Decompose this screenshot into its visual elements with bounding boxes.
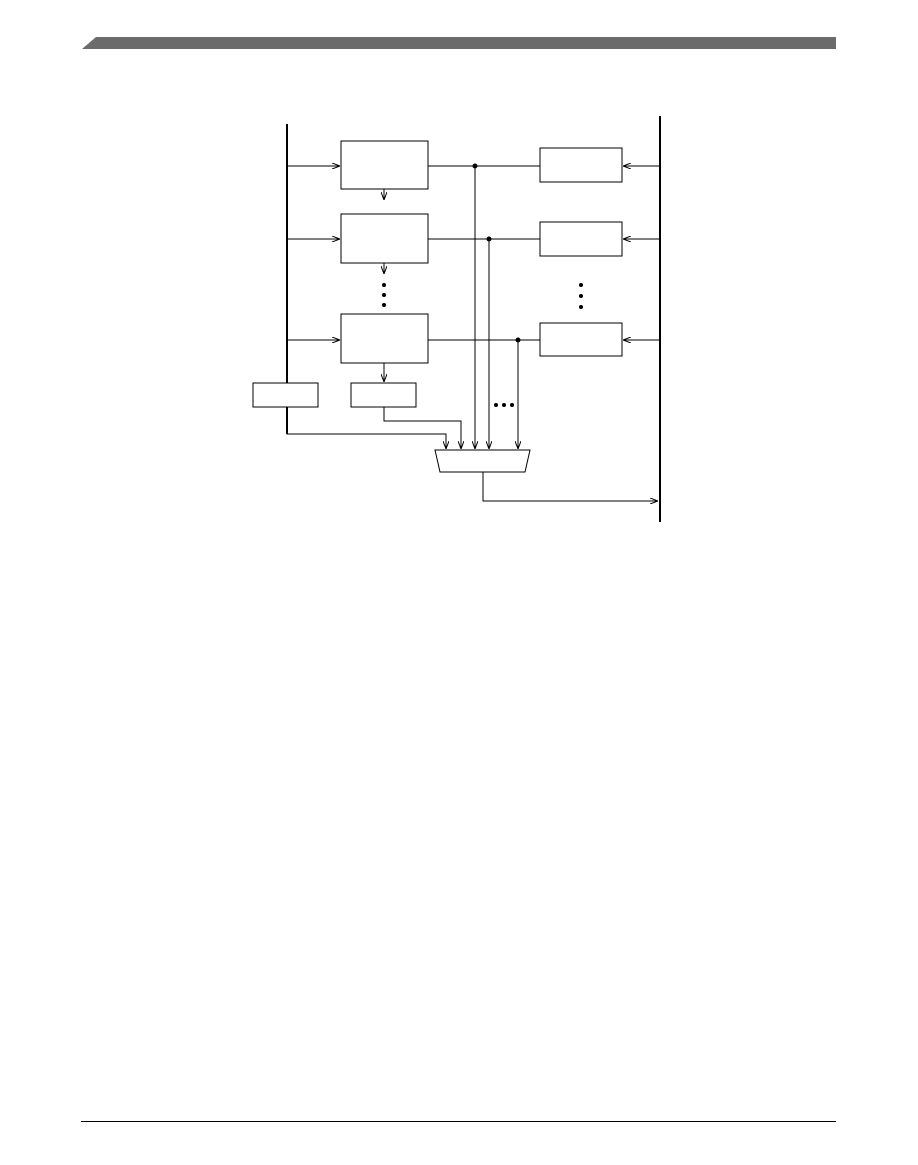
lower-left-path — [286, 407, 446, 449]
junction-dot-1 — [472, 163, 478, 169]
right-block-1 — [539, 147, 623, 183]
lower-middle-path — [383, 407, 461, 449]
stage-block-n — [340, 313, 429, 364]
mux-output-path — [482, 472, 658, 501]
lower-middle-block — [350, 382, 417, 408]
stage-block-2 — [340, 213, 429, 264]
ellipsis-stages — [382, 283, 386, 307]
ellipsis-taps — [494, 403, 514, 407]
junction-dot-2 — [486, 236, 492, 242]
stage-block-1 — [340, 140, 429, 190]
block-diagram — [252, 116, 661, 522]
right-block-n — [539, 322, 623, 357]
header-bar-shape — [82, 37, 836, 49]
junction-dot-n — [515, 337, 521, 343]
multiplexer — [434, 449, 531, 473]
footer-rule — [81, 1121, 836, 1122]
lower-left-block — [252, 382, 319, 408]
right-block-2 — [539, 221, 623, 257]
ellipsis-right-blocks — [579, 283, 583, 309]
page-header-bar — [82, 37, 836, 49]
